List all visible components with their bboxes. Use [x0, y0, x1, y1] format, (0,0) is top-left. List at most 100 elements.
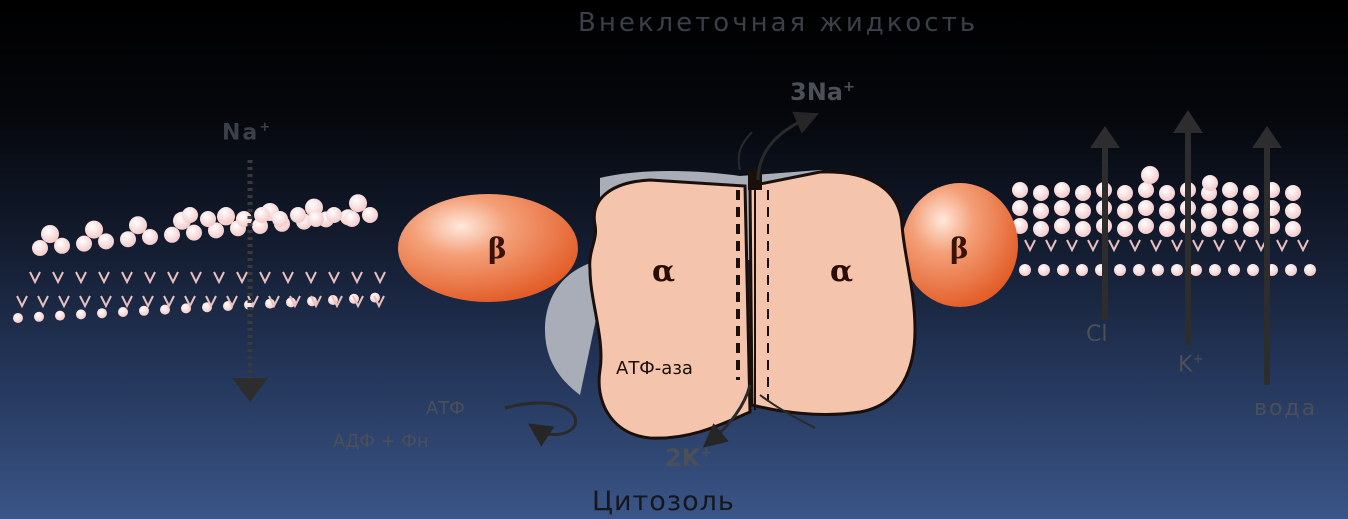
lipid-head [1159, 185, 1175, 201]
k-in-symbol: 2K [665, 444, 700, 472]
lipid-tail [145, 272, 155, 282]
lipid-tail [143, 296, 153, 306]
lipid-head [1222, 182, 1238, 198]
lipid-head [118, 307, 128, 317]
na-influx-label: Na+ [222, 120, 272, 145]
lipid-head [1033, 185, 1049, 201]
lipid-head [98, 233, 114, 249]
k-influx-label: 2K+ [665, 444, 712, 472]
alpha-subunit-left [590, 180, 750, 438]
k-right-charge: + [1192, 352, 1203, 367]
lipid-head [76, 309, 86, 319]
lipid-tail [1046, 240, 1056, 250]
lipid-head [120, 231, 136, 247]
lipid-tail [17, 296, 27, 306]
lipid-head [97, 308, 107, 318]
lipid-tail [30, 272, 40, 282]
lipid-tail [122, 296, 132, 306]
lipid-head [1114, 264, 1126, 276]
lipid-head [344, 211, 360, 227]
lipid-head [164, 227, 180, 243]
lipid-tail [59, 296, 69, 306]
lipid-head [54, 238, 70, 254]
lipid-head [254, 207, 270, 223]
atpase-label: АТФ-аза [616, 358, 693, 379]
lipid-tail [283, 272, 293, 282]
potassium-label: K+ [1178, 352, 1204, 377]
alpha-label-left: α [652, 254, 675, 289]
lipid-tail [1235, 240, 1245, 250]
lipid-tail [329, 272, 339, 282]
atp-reaction-arrow [505, 403, 576, 435]
left-membrane [13, 194, 385, 323]
lipid-head [1285, 203, 1301, 219]
lipid-tail [99, 272, 109, 282]
lipid-head [1222, 218, 1238, 234]
na-in-charge: + [259, 120, 272, 135]
lipid-tail [375, 272, 385, 282]
lipid-head [1152, 264, 1164, 276]
lipid-tail [1277, 240, 1287, 250]
lipid-head [1054, 182, 1070, 198]
lipid-tail [1151, 240, 1161, 250]
lipid-head [1201, 221, 1217, 237]
lipid-tail [214, 272, 224, 282]
lipid-head [1201, 203, 1217, 219]
lipid-head [1075, 203, 1091, 219]
lipid-head [326, 207, 342, 223]
lipid-tail [191, 272, 201, 282]
na-efflux-label: 3Na+ [790, 78, 855, 106]
extracellular-fluid-title: Внеклеточная жидкость [578, 8, 978, 38]
cytosol-label: Цитозоль [592, 486, 735, 517]
beta-label-left: β [488, 232, 507, 265]
lipid-head [1038, 264, 1050, 276]
lipid-head [55, 311, 65, 321]
lipid-tail [76, 272, 86, 282]
chloride-label: Cl [1086, 322, 1107, 347]
right-membrane [1012, 166, 1316, 276]
lipid-tail [168, 272, 178, 282]
reaction-products-label: АДФ + Фн [333, 431, 429, 452]
lipid-head [1285, 264, 1297, 276]
beta-label-right: β [950, 232, 969, 265]
lipid-tail [122, 272, 132, 282]
lipid-head [1075, 221, 1091, 237]
lipid-head [13, 313, 23, 323]
lipid-head [1209, 264, 1221, 276]
lipid-head [1222, 200, 1238, 216]
lipid-tail [38, 296, 48, 306]
lipid-head [1171, 264, 1183, 276]
lipid-tail [1067, 240, 1077, 250]
lipid-tail [1193, 240, 1203, 250]
lipid-head [1076, 264, 1088, 276]
lipid-head [1138, 218, 1154, 234]
na-out-symbol: 3Na [790, 78, 843, 106]
lipid-tail [1172, 240, 1182, 250]
lipid-head [186, 225, 202, 241]
lipid-tail [1298, 240, 1308, 250]
lipid-head [1075, 185, 1091, 201]
lipid-head [1057, 264, 1069, 276]
lipid-head [76, 236, 92, 252]
right-efflux-arrows [1090, 110, 1282, 385]
lipid-head [308, 211, 324, 227]
lipid-tail [80, 296, 90, 306]
alpha-label-right: α [830, 254, 853, 289]
lipid-head [1117, 185, 1133, 201]
k-right-symbol: K [1178, 352, 1192, 377]
lipid-head [139, 306, 149, 316]
lipid-head [1141, 166, 1159, 184]
lipid-head [1054, 200, 1070, 216]
lipid-head [218, 207, 234, 223]
lipid-head [1159, 203, 1175, 219]
lipid-head [1033, 221, 1049, 237]
water-label: вода [1254, 396, 1317, 421]
k-in-charge: + [700, 445, 712, 461]
na-in-symbol: Na [222, 120, 259, 145]
lipid-head [1012, 182, 1028, 198]
lipid-head [1243, 185, 1259, 201]
lipid-head [34, 312, 44, 322]
lipid-head [1304, 264, 1316, 276]
lipid-head [1228, 264, 1240, 276]
